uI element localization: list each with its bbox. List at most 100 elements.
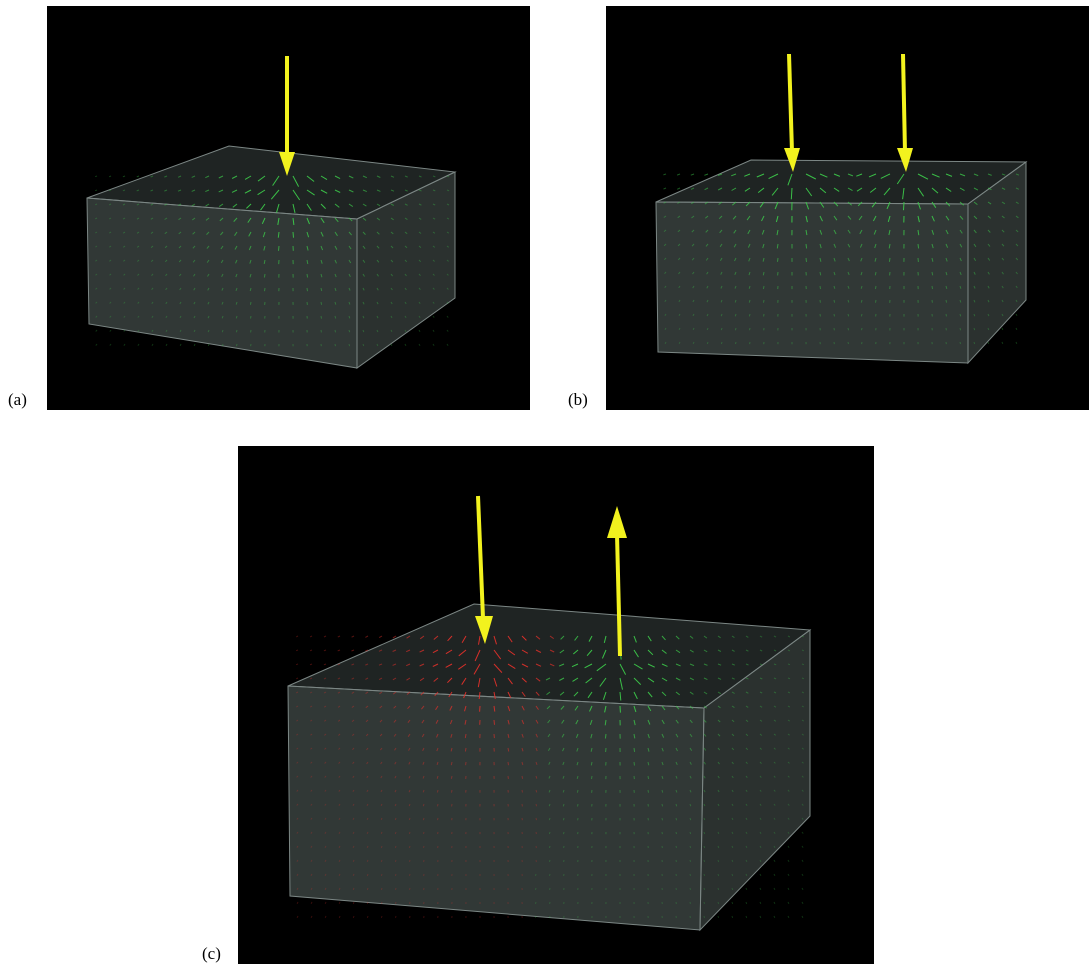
vector-glyph xyxy=(734,327,737,331)
vector-glyph xyxy=(379,719,383,723)
vector-glyph xyxy=(945,215,950,221)
vector-glyph xyxy=(408,831,411,835)
vector-glyph xyxy=(362,203,367,207)
vector-glyph xyxy=(987,257,991,261)
vector-glyph xyxy=(493,635,497,645)
vector-glyph xyxy=(661,635,666,641)
vector-glyph xyxy=(310,873,313,877)
vector-glyph xyxy=(633,663,643,670)
vector-glyph xyxy=(334,189,341,193)
vector-glyph xyxy=(773,845,776,848)
vector-glyph xyxy=(324,859,327,863)
vector-glyph xyxy=(306,189,315,196)
vector-glyph xyxy=(334,175,341,180)
vector-glyph xyxy=(432,245,436,248)
vector-glyph xyxy=(136,231,140,234)
vector-glyph xyxy=(675,733,679,738)
vector-glyph xyxy=(404,203,408,206)
vector-glyph xyxy=(973,229,977,234)
vector-glyph xyxy=(805,201,810,210)
vector-glyph xyxy=(762,257,765,262)
vector-glyph xyxy=(773,803,776,806)
vector-glyph xyxy=(393,733,397,737)
vector-glyph xyxy=(917,229,920,236)
vector-glyph xyxy=(220,259,224,264)
vector-glyph xyxy=(165,329,168,332)
vector-glyph xyxy=(392,635,397,639)
vector-glyph xyxy=(378,677,383,681)
vector-glyph xyxy=(306,287,308,292)
vector-glyph xyxy=(689,803,692,807)
vector-glyph xyxy=(337,719,341,722)
vector-glyph xyxy=(633,705,637,713)
vector-glyph xyxy=(362,315,365,319)
panel-a-simulation-view xyxy=(47,6,530,410)
vector-glyph xyxy=(1001,187,1006,190)
vector-glyph xyxy=(320,203,326,209)
vector-glyph xyxy=(917,243,920,249)
vector-glyph xyxy=(747,229,751,235)
vector-glyph xyxy=(590,761,593,766)
vector-glyph xyxy=(151,273,154,277)
vector-glyph xyxy=(421,733,425,738)
vector-glyph xyxy=(108,217,112,220)
vector-glyph xyxy=(562,747,565,752)
vector-glyph xyxy=(973,187,979,191)
vector-glyph xyxy=(801,845,804,848)
vector-glyph xyxy=(150,245,154,248)
vector-glyph xyxy=(703,915,705,919)
vector-glyph xyxy=(787,789,790,792)
vector-glyph xyxy=(720,327,723,331)
vector-glyph xyxy=(731,187,737,191)
vector-glyph xyxy=(433,677,439,682)
vector-glyph xyxy=(122,203,126,206)
vector-glyph xyxy=(376,231,380,235)
vector-glyph xyxy=(236,343,238,347)
vector-glyph xyxy=(248,231,252,237)
vector-glyph xyxy=(366,887,369,891)
vector-glyph xyxy=(745,649,749,652)
vector-glyph xyxy=(247,217,252,223)
vector-glyph xyxy=(151,343,154,346)
vector-glyph xyxy=(366,859,369,863)
vector-glyph xyxy=(295,677,299,680)
vector-glyph xyxy=(423,845,425,849)
vector-glyph xyxy=(819,243,822,249)
vector-glyph xyxy=(590,733,593,739)
vector-glyph xyxy=(404,343,407,347)
vector-glyph xyxy=(661,803,664,807)
vector-glyph xyxy=(745,677,749,680)
vector-glyph xyxy=(292,203,296,214)
vector-glyph xyxy=(860,271,863,276)
vector-glyph xyxy=(973,201,978,205)
vector-glyph xyxy=(493,705,496,712)
vector-glyph xyxy=(690,201,695,205)
vector-glyph xyxy=(404,259,408,263)
vector-glyph xyxy=(272,175,280,186)
vector-glyph xyxy=(661,733,665,738)
force-arrow-down-right xyxy=(897,53,913,172)
vector-glyph xyxy=(945,313,947,317)
vector-glyph xyxy=(206,231,210,235)
vector-glyph xyxy=(493,677,498,687)
vector-glyph xyxy=(450,775,453,779)
vector-glyph xyxy=(677,243,681,247)
vector-glyph xyxy=(221,329,224,333)
vector-glyph xyxy=(464,705,467,712)
vector-glyph xyxy=(445,663,453,668)
vector-glyph xyxy=(868,173,877,178)
vector-glyph xyxy=(395,915,397,919)
vector-glyph xyxy=(677,201,681,204)
displacement-vector-field xyxy=(663,173,1020,345)
vector-glyph xyxy=(745,845,748,849)
vector-glyph xyxy=(833,201,839,207)
vector-glyph xyxy=(177,203,182,206)
vector-glyph xyxy=(178,217,182,221)
vector-glyph xyxy=(987,313,990,317)
vector-glyph xyxy=(731,173,737,177)
vector-glyph xyxy=(151,287,154,291)
vector-glyph xyxy=(220,245,224,250)
vector-glyph xyxy=(759,831,762,834)
vector-glyph xyxy=(323,705,327,708)
vector-glyph xyxy=(604,733,607,739)
